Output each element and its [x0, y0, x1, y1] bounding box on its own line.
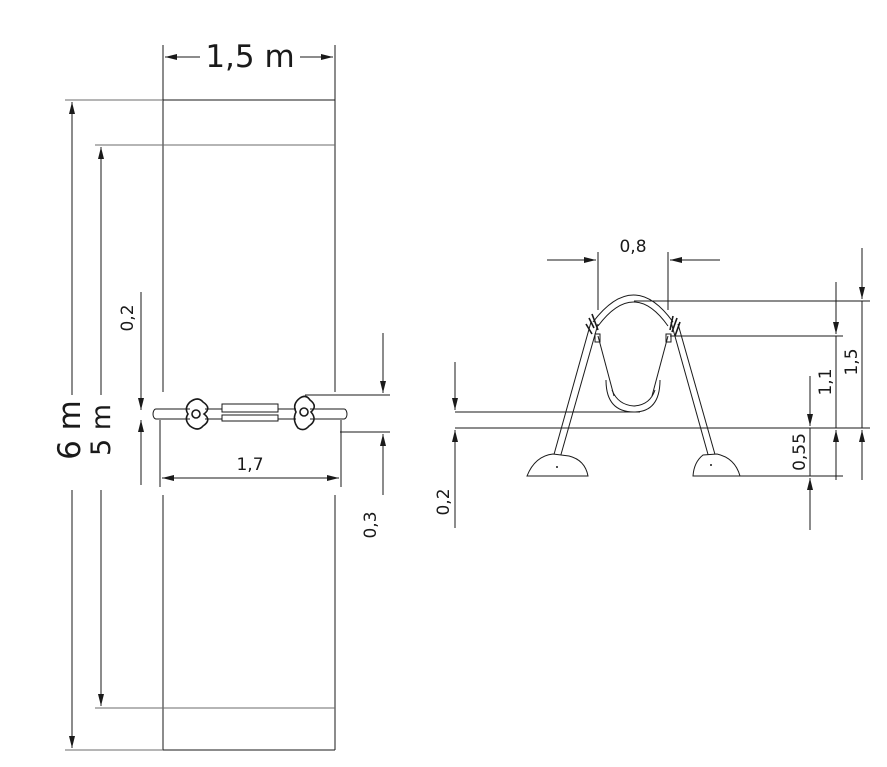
swing-frame [526, 294, 741, 477]
beam-width-label: 1,7 [236, 455, 263, 475]
inner-length-label: 5 m [86, 404, 117, 456]
right-footing [692, 453, 741, 477]
top-span-label: 0,8 [619, 237, 646, 257]
height-total-label: 1,5 [842, 348, 862, 375]
elevation-view: 0,8 1,5 1,1 0,55 0,2 [434, 237, 870, 530]
height-mid-label: 1,1 [816, 368, 836, 395]
ground-label: 0,2 [434, 488, 454, 515]
swing-beam-plan [152, 395, 348, 431]
safety-zone-upper [162, 99, 336, 392]
width-label: 1,5 m [205, 39, 294, 75]
clearance-label: 0,3 [361, 511, 381, 538]
seat-height-label: 0,2 [118, 304, 138, 331]
total-length-label: 6 m [52, 400, 88, 460]
left-footing [526, 453, 589, 477]
seat-height-label-elevation: 0,55 [790, 433, 810, 471]
plan-view: 1,5 m 6 m 5 m 0,2 [52, 39, 390, 751]
safety-zone-lower [162, 495, 336, 751]
